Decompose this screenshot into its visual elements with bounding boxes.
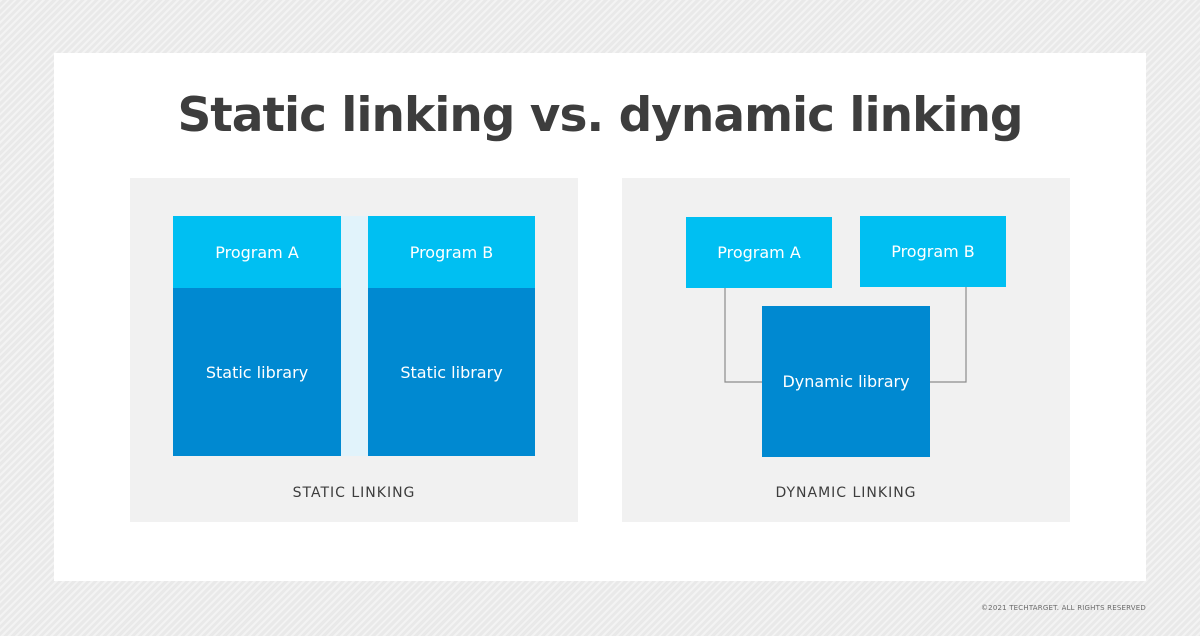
connector-line-program-a [724,287,762,383]
dynamic-program-b-label: Program B [891,242,975,261]
connector-line-program-b [929,286,967,383]
static-program-b-box: Program B [368,216,535,288]
dynamic-library-label: Dynamic library [782,372,910,391]
copyright-footer: ©2021 TECHTARGET. ALL RIGHTS RESERVED [980,604,1146,612]
dynamic-program-b-box: Program B [860,216,1006,287]
static-library-a-label: Static library [205,362,309,382]
diagram-title: Static linking vs. dynamic linking [177,88,1023,143]
static-library-b-label: Static library [400,362,503,382]
static-program-a-box: Program A [173,216,341,288]
static-library-a-box: Static library [173,288,341,456]
static-library-b-box: Static library [368,288,535,456]
static-panel-divider [341,216,368,456]
dynamic-program-a-box: Program A [686,217,832,288]
static-program-a-label: Program A [215,242,299,262]
dynamic-program-a-label: Program A [717,243,801,262]
static-linking-caption: STATIC LINKING [292,485,416,501]
dynamic-library-box: Dynamic library [762,306,930,457]
static-program-b-label: Program B [409,242,494,262]
dynamic-linking-caption: DYNAMIC LINKING [775,485,917,501]
